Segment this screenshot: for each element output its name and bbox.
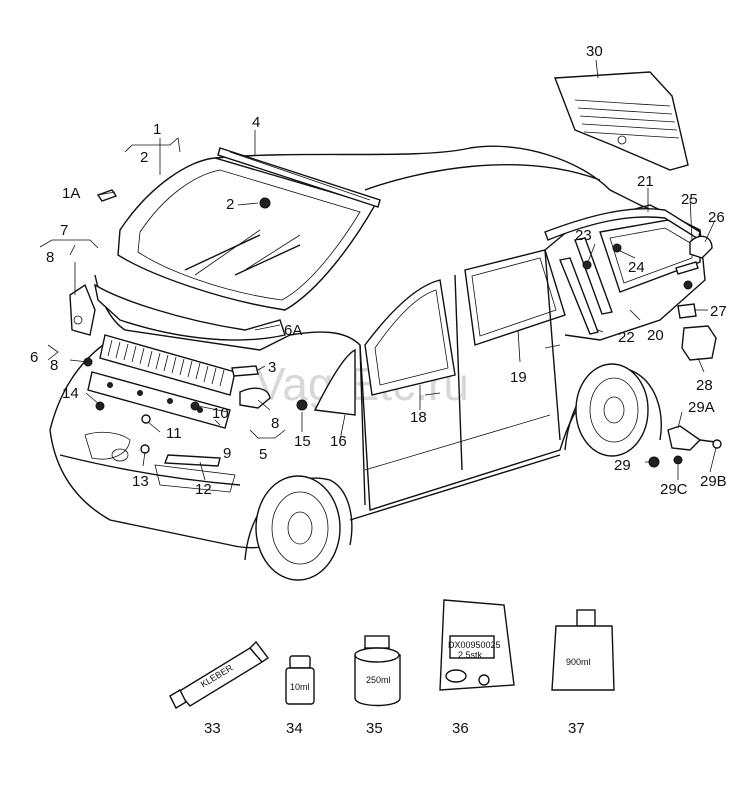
callout-1A: 1A (62, 185, 80, 202)
callout-29A: 29A (688, 399, 715, 416)
bag-sub: 2.5stk (458, 650, 483, 660)
callout-18: 18 (410, 409, 427, 426)
callout-2: 2 (140, 149, 148, 166)
cowl-panel (94, 283, 286, 341)
callout-13: 13 (132, 473, 149, 490)
callout-37: 37 (568, 720, 585, 737)
callout-35: 35 (366, 720, 383, 737)
car-body (49, 145, 706, 581)
callout-34: 34 (286, 720, 303, 737)
callout-36: 36 (452, 720, 469, 737)
can-label: 250ml (366, 675, 391, 685)
screw-10 (190, 401, 200, 411)
clip-13 (140, 444, 150, 454)
rain-sensor (259, 197, 271, 209)
callout-24: 24 (628, 259, 645, 276)
callout-14: 14 (62, 385, 79, 402)
glue-tube: KLEBER (169, 640, 270, 709)
callout-6: 6 (30, 349, 38, 366)
callout-19: 19 (510, 369, 527, 386)
pin-25 (675, 261, 699, 275)
bottle: 900ml (551, 609, 615, 691)
clip-1A (96, 189, 118, 202)
callout-15: 15 (294, 433, 311, 450)
bracket-26 (689, 235, 713, 259)
callout-8b: 8 (50, 357, 58, 374)
callout-25: 25 (681, 191, 698, 208)
windscreen-trim-strip (217, 147, 381, 208)
callout-8a: 8 (46, 249, 54, 266)
grommet-rear (683, 280, 693, 290)
callout-26: 26 (708, 209, 725, 226)
strip-12 (164, 454, 221, 467)
small-jar: 10ml (285, 655, 315, 705)
callout-7: 7 (60, 222, 68, 239)
jar-label: 10ml (290, 682, 310, 692)
bottle-label: 900ml (566, 657, 591, 667)
callout-27: 27 (710, 303, 727, 320)
callout-21: 21 (637, 173, 654, 190)
callout-23: 23 (575, 227, 592, 244)
callout-9: 9 (223, 445, 231, 462)
rear-window-glass (554, 71, 689, 171)
callout-20: 20 (647, 327, 664, 344)
callout-labels: 1 2 1A 4 2 7 8 6A 3 6 8 14 10 8 11 9 5 1… (30, 43, 727, 737)
callout-3: 3 (268, 359, 276, 376)
callout-8c: 8 (271, 415, 279, 432)
corner-bracket (239, 387, 271, 409)
nut-11 (141, 414, 151, 424)
clip-23 (582, 260, 592, 270)
callout-16: 16 (330, 433, 347, 450)
callout-2b: 2 (226, 196, 234, 213)
lower-strip (87, 371, 231, 429)
clip-bag: DX00950025 2.5stk (439, 599, 515, 691)
clip-27 (677, 303, 697, 319)
callout-6A: 6A (284, 322, 302, 339)
nut-29C (673, 455, 683, 465)
leader-lines (39, 59, 717, 481)
callout-4: 4 (252, 114, 260, 131)
cowl-bracket-left (69, 283, 96, 336)
callout-22: 22 (618, 329, 635, 346)
bracket-29A (667, 425, 702, 451)
callout-5: 5 (259, 446, 267, 463)
callout-29C: 29C (660, 481, 688, 498)
primer-can: 250ml (354, 635, 401, 707)
callout-30: 30 (586, 43, 603, 60)
callout-12: 12 (195, 481, 212, 498)
clip-24 (612, 243, 622, 253)
callout-28: 28 (696, 377, 713, 394)
callout-29B: 29B (700, 473, 727, 490)
plenum-grille (99, 334, 236, 396)
callout-33: 33 (204, 720, 221, 737)
screw-14 (95, 401, 105, 411)
callout-11: 11 (166, 425, 182, 442)
callout-1: 1 (153, 121, 161, 138)
trim-22 (559, 257, 599, 335)
clip-29B (712, 439, 722, 449)
trim-20 (574, 237, 613, 315)
grommet-15 (296, 399, 308, 411)
callout-10: 10 (212, 405, 229, 422)
callout-29: 29 (614, 457, 631, 474)
bracket-28 (681, 325, 717, 361)
cover-3 (231, 365, 259, 377)
bag-code: DX00950025 (448, 640, 501, 650)
